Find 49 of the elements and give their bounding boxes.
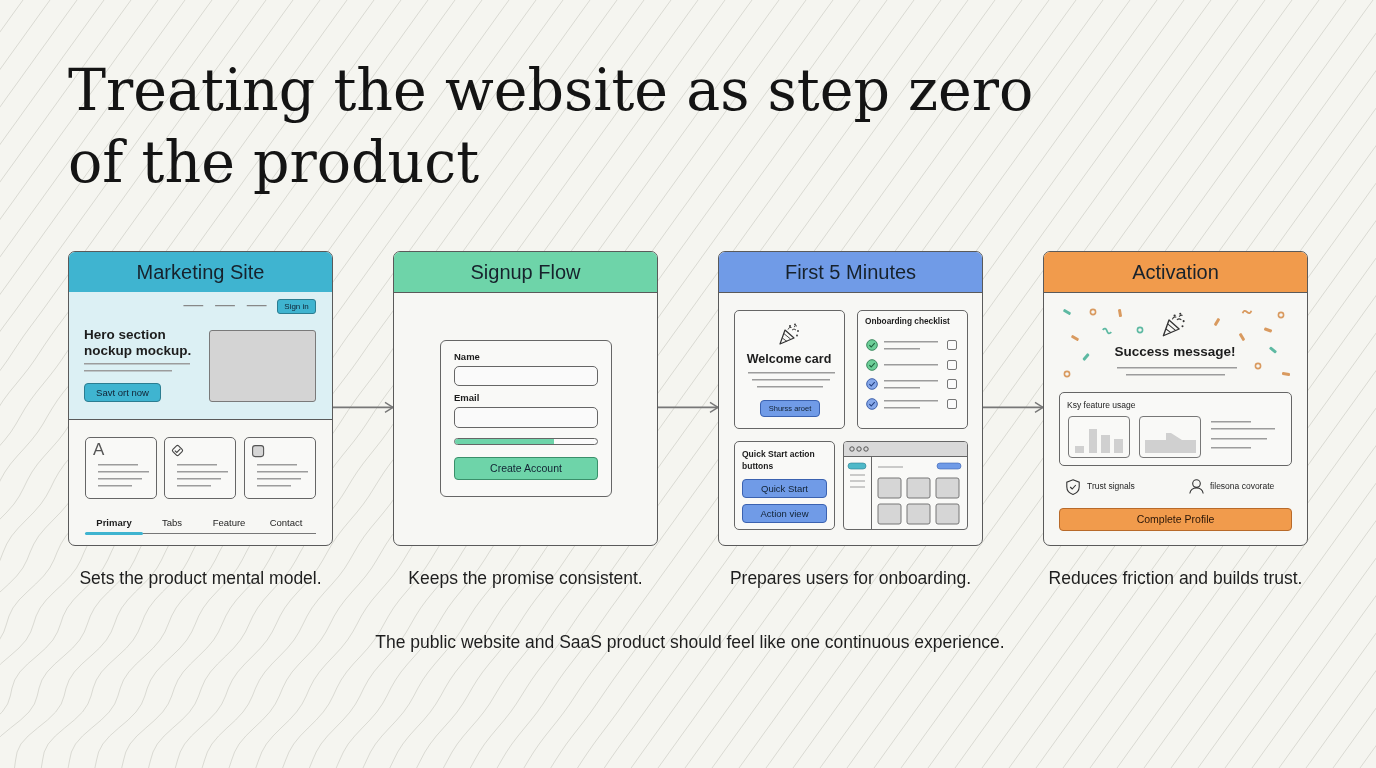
field-label: Name <box>454 351 480 363</box>
tab-label: Contact <box>269 517 303 529</box>
feature-card <box>244 437 316 499</box>
arrow <box>982 401 1044 414</box>
panel-card <box>718 251 983 546</box>
feature-card <box>85 437 157 499</box>
signup-form-card <box>440 340 612 497</box>
page-title: Treating the website as step zero of the product <box>68 56 1035 197</box>
action-view-button: Action view <box>742 504 827 523</box>
panel-card <box>68 251 333 546</box>
card-title: Ksy feature usage <box>1067 400 1136 411</box>
image-placeholder <box>209 330 316 402</box>
welcome-card <box>734 310 845 429</box>
panel-header: Activation <box>1044 252 1307 293</box>
create-account-button: Create Account <box>454 457 598 480</box>
panel-header: First 5 Minutes <box>719 252 982 293</box>
cta-button: Savt ort now <box>84 383 161 402</box>
action-card <box>734 441 835 530</box>
hero-heading: Hero section nockup mockup. <box>84 327 193 359</box>
sign-in-button: Sign in <box>277 299 316 314</box>
arrow <box>657 401 719 414</box>
panel-caption: Reduces friction and builds trust. <box>1048 568 1303 589</box>
field-label: Email <box>454 392 480 404</box>
panel-card <box>1043 251 1308 546</box>
quick-start-button: Quick Start <box>742 479 827 498</box>
arrow <box>332 401 394 414</box>
letter-glyph: A <box>93 440 105 461</box>
card-title: Quick Start action buttons <box>742 448 816 472</box>
card-title: Welcome card <box>746 352 832 367</box>
trust-signals-label: Trust signals <box>1087 481 1135 492</box>
panel-card <box>393 251 658 546</box>
app-window-drawing <box>843 441 968 530</box>
checklist-card <box>857 310 968 429</box>
panel-caption: Prepares users for onboarding. <box>729 568 972 589</box>
metrics-card <box>1059 392 1292 466</box>
card-title: Onboarding checklist <box>865 317 950 327</box>
tab-label: Feature <box>212 517 246 529</box>
complete-profile-button: Complete Profile <box>1059 508 1292 531</box>
success-message: Success message! <box>1114 344 1236 361</box>
tab-label: Primary <box>96 517 132 529</box>
panel-caption: Sets the product mental model. <box>79 568 322 589</box>
persona-label: filesona covorate <box>1210 481 1275 492</box>
panel-header: Marketing Site <box>69 252 332 293</box>
feature-card <box>164 437 236 499</box>
tab-label: Tabs <box>161 517 183 529</box>
panel-caption: Keeps the promise consistent. <box>408 568 643 589</box>
hero-section <box>69 292 332 420</box>
footer-caption: The public website and SaaS product should feel like one continuous experience. <box>375 632 1005 653</box>
panel-header: Signup Flow <box>394 252 657 293</box>
